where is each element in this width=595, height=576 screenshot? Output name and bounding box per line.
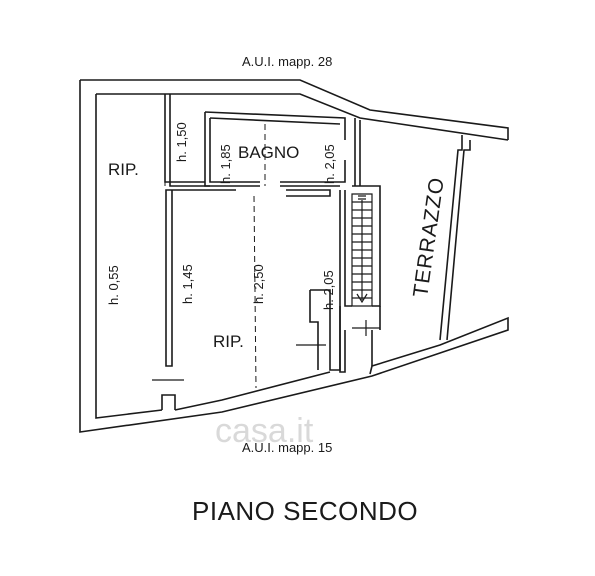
bagno-walls	[204, 111, 346, 187]
height-250: h. 2,50	[251, 264, 266, 304]
height-150: h. 1,50	[174, 122, 189, 162]
floor-title: PIANO SECONDO	[192, 496, 418, 526]
height-205-stair: h. 2,05	[321, 270, 336, 310]
terrazzo-walls	[354, 118, 471, 341]
rip-upper-walls	[164, 94, 210, 187]
height-185: h. 1,85	[218, 144, 233, 184]
watermark-text: casa.it	[215, 412, 314, 450]
room-bagno: BAGNO	[238, 143, 299, 162]
height-055: h. 0,55	[106, 265, 121, 305]
rip-lower-walls	[152, 189, 341, 389]
outer-walls	[79, 79, 509, 433]
room-rip-bottom: RIP.	[213, 332, 244, 351]
height-145: h. 1,45	[180, 264, 195, 304]
staircase	[339, 185, 381, 373]
room-rip-top: RIP.	[108, 160, 139, 179]
bottom-neighbour-label: A.U.I. mapp. 15	[242, 440, 332, 455]
room-terrazzo: TERRAZZO	[409, 176, 449, 299]
height-205-top: h. 2,05	[322, 144, 337, 184]
top-neighbour-label: A.U.I. mapp. 28	[242, 54, 332, 69]
